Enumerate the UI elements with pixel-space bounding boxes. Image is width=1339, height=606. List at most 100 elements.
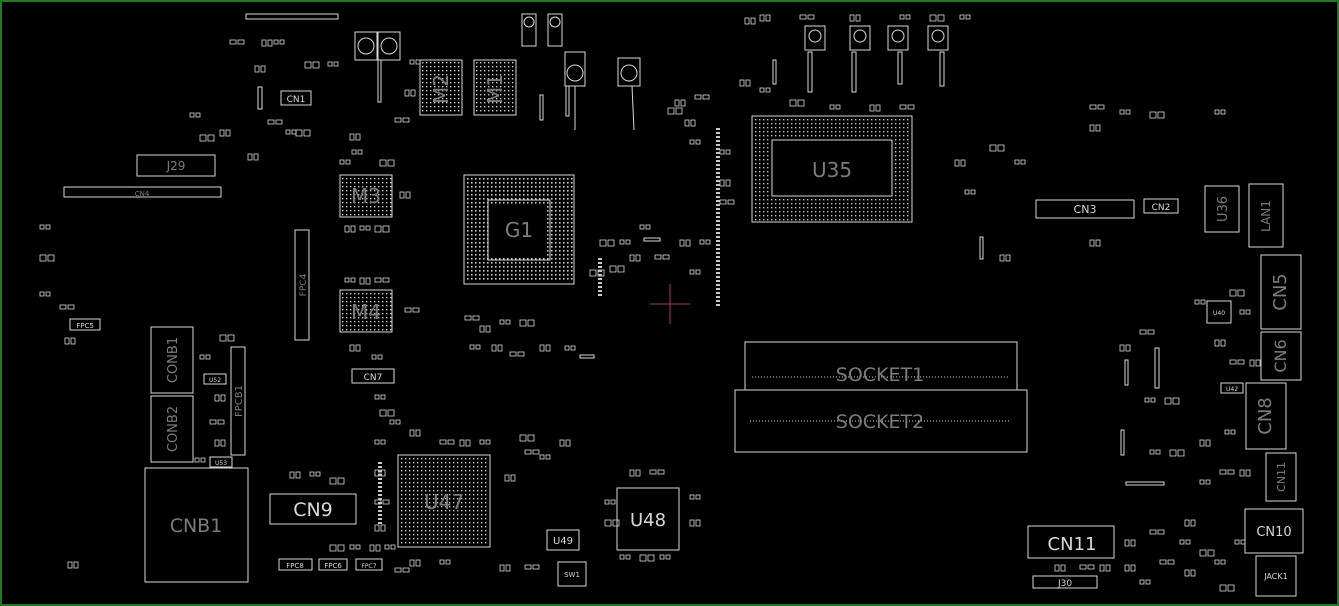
- component-fpc7[interactable]: FPC7: [355, 558, 383, 571]
- component-cn3[interactable]: CN3: [1035, 199, 1135, 219]
- component-jack1[interactable]: JACK1: [1255, 555, 1297, 597]
- pad: [430, 86, 432, 88]
- pad: [903, 211, 905, 213]
- pad: [839, 199, 841, 201]
- pad: [438, 82, 440, 84]
- component-cnb1[interactable]: CNB1: [144, 467, 249, 583]
- component-m2[interactable]: M2: [419, 59, 463, 116]
- pad: [473, 502, 475, 504]
- component-cn11[interactable]: CN11: [1027, 525, 1115, 559]
- pad: [567, 266, 569, 268]
- component-fpcb1[interactable]: FPCB1: [230, 346, 246, 456]
- component-u36[interactable]: U36: [1204, 185, 1240, 233]
- component-cn10[interactable]: CN10: [1244, 508, 1304, 554]
- pad: [481, 486, 483, 488]
- crosshair-cursor: [650, 284, 690, 324]
- pad: [500, 102, 502, 104]
- pad: [763, 127, 765, 129]
- pad: [839, 135, 841, 137]
- pad: [767, 191, 769, 193]
- pin: [716, 276, 720, 278]
- pad: [449, 522, 451, 524]
- pad: [504, 78, 506, 80]
- pad: [483, 214, 485, 216]
- pad: [441, 482, 443, 484]
- pad: [484, 66, 486, 68]
- passive-component: [625, 554, 631, 560]
- pad: [563, 234, 565, 236]
- component-cn4[interactable]: CN4: [63, 186, 222, 198]
- component-m1[interactable]: M1: [473, 59, 517, 116]
- pad: [835, 203, 837, 205]
- pad: [433, 462, 435, 464]
- component-cn11-right[interactable]: CN11: [1265, 452, 1297, 502]
- component-cn8[interactable]: CN8: [1245, 382, 1287, 450]
- pad: [903, 163, 905, 165]
- component-socket1[interactable]: SOCKET1: [744, 341, 1018, 391]
- component-u42[interactable]: U42: [1220, 382, 1244, 394]
- pad: [551, 186, 553, 188]
- passive-component: [39, 254, 47, 262]
- component-cn6[interactable]: CN6: [1260, 331, 1302, 381]
- pad: [563, 226, 565, 228]
- component-m3[interactable]: M3: [339, 174, 393, 218]
- component-lan1[interactable]: LAN1: [1248, 183, 1284, 248]
- pad: [370, 305, 372, 307]
- passive-component: [639, 554, 647, 562]
- component-cn5[interactable]: CN5: [1260, 254, 1302, 330]
- component-u49[interactable]: U49: [546, 529, 580, 551]
- pad: [755, 163, 757, 165]
- component-fpc5[interactable]: FPC5: [69, 318, 101, 331]
- pad: [771, 219, 773, 221]
- pad: [429, 522, 431, 524]
- pad: [515, 186, 517, 188]
- component-u35[interactable]: U35: [751, 115, 913, 223]
- component-fpc8[interactable]: FPC8: [278, 558, 313, 571]
- passive-component: [1124, 564, 1130, 572]
- component-u48[interactable]: U48: [616, 487, 680, 551]
- component-g1[interactable]: G1: [463, 174, 575, 285]
- component-u52[interactable]: U52: [203, 373, 227, 385]
- component-cn2[interactable]: CN2: [1143, 198, 1179, 214]
- pad: [461, 530, 463, 532]
- pad: [907, 123, 909, 125]
- component-j30[interactable]: J30: [1032, 575, 1098, 589]
- component-u53[interactable]: U53: [209, 456, 233, 468]
- component-u40[interactable]: U40: [1206, 300, 1232, 324]
- pad: [500, 98, 502, 100]
- component-u47[interactable]: U47: [397, 454, 491, 548]
- pad: [374, 190, 376, 192]
- pad: [551, 182, 553, 184]
- pad: [547, 246, 549, 248]
- component-m4[interactable]: M4: [339, 289, 393, 333]
- pad: [429, 538, 431, 540]
- pin: [716, 292, 720, 294]
- pin: [716, 216, 720, 218]
- pad: [445, 470, 447, 472]
- pad: [378, 210, 380, 212]
- pad: [903, 171, 905, 173]
- pad: [867, 203, 869, 205]
- passive-component: [219, 129, 225, 137]
- component-socket2[interactable]: SOCKET2: [734, 389, 1028, 453]
- pad: [485, 510, 487, 512]
- component-sw1[interactable]: SW1: [557, 561, 587, 587]
- pad: [471, 246, 473, 248]
- component-conb2[interactable]: CONB2: [150, 395, 194, 463]
- passive-component: [374, 277, 382, 283]
- pin: [716, 268, 720, 270]
- pad: [887, 123, 889, 125]
- pad: [903, 191, 905, 193]
- passive-component: [1005, 254, 1011, 262]
- pad: [374, 317, 376, 319]
- component-cn9[interactable]: CN9: [269, 493, 357, 525]
- component-cn7[interactable]: CN7: [351, 368, 395, 384]
- pad: [471, 198, 473, 200]
- pad: [473, 490, 475, 492]
- component-fpc4[interactable]: FPC4: [294, 229, 310, 341]
- component-j29[interactable]: J29: [136, 154, 216, 177]
- component-cn1[interactable]: CN1: [280, 90, 312, 106]
- component-fpc6[interactable]: FPC6: [318, 558, 348, 571]
- component-conb1[interactable]: CONB1: [150, 326, 194, 394]
